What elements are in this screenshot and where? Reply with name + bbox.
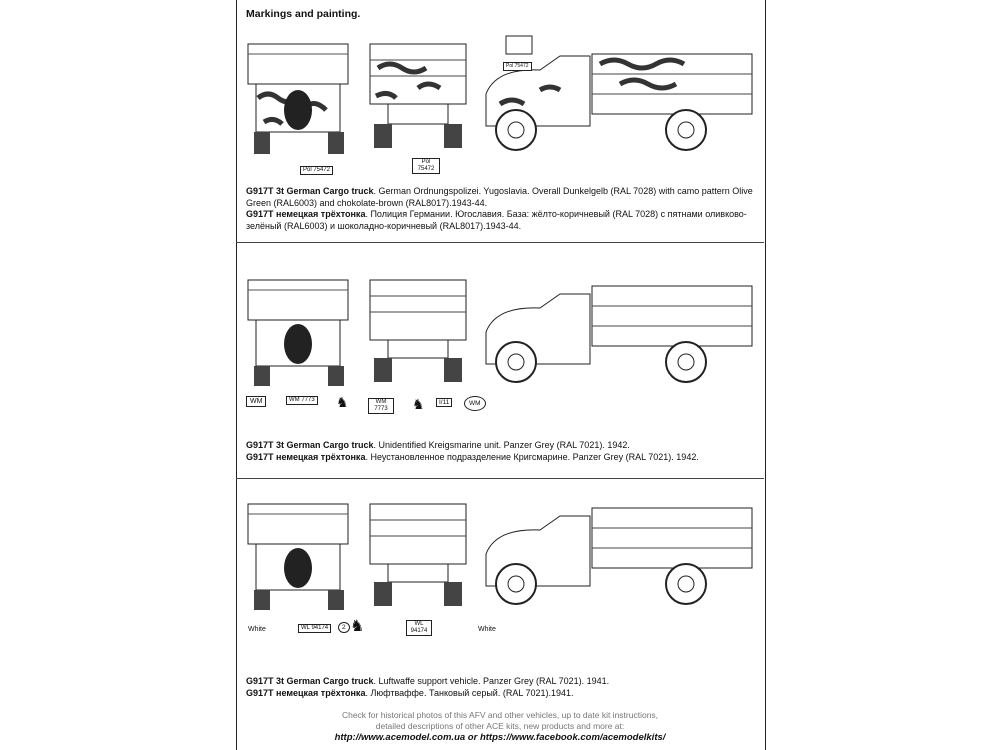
truck-rear-view-2 <box>369 279 467 382</box>
caption-ru-title-1: G917T немецкая трёхтонка <box>246 209 366 219</box>
plate-side-1: Pol 75472 <box>503 62 532 71</box>
truck-side-view-1 <box>485 35 753 151</box>
caption-en-text-2: . Unidentified Kreigsmarine unit. Panzer… <box>373 440 630 450</box>
white-label-right: White <box>478 626 496 633</box>
instruction-page <box>236 0 766 750</box>
plate-rear-2: WM 7773 <box>368 398 394 414</box>
caption-section-1: G917T 3t German Cargo truck. German Ordn… <box>246 186 756 232</box>
eagle-emblem-icon-2a: ♞ <box>336 394 349 410</box>
caption-en-title-3: G917T 3t German Cargo truck <box>246 676 374 686</box>
footer-links: http://www.acemodel.com.ua or https://ww… <box>236 733 764 743</box>
truck-side-view-3 <box>485 507 753 605</box>
footer-or: or <box>465 732 480 743</box>
plate-rear-1: Pol 75472 <box>412 158 440 174</box>
plate-wm-1: WM <box>246 396 267 407</box>
caption-en-text-1: . German Ordnungspolizei. Yugoslavia. Ov… <box>246 186 753 208</box>
footer-line-1: Check for historical photos of this AFV … <box>341 710 659 720</box>
caption-section-3: G917T 3t German Cargo truck. Luftwaffe s… <box>246 676 756 699</box>
plate-front-1: Pol 75472 <box>300 166 334 175</box>
plate-front-3: WL 94174 <box>298 624 332 633</box>
caption-section-2: G917T 3t German Cargo truck. Unidentifie… <box>246 440 756 463</box>
eagle-emblem-icon-2b: ♞ <box>412 396 425 412</box>
caption-en-title-2: G917T 3t German Cargo truck <box>246 440 374 450</box>
caption-ru-text-2: . Неустановленное подразделение Кригсмар… <box>365 451 699 462</box>
caption-ru-text-1: . Полиция Германии. Югославия. База: жёл… <box>246 209 747 231</box>
page-title: Markings and painting. <box>246 8 361 20</box>
lion-emblem-icon-3: ♞ <box>350 618 365 635</box>
plate-unit-3: 2 <box>338 622 350 633</box>
truck-front-view-2 <box>247 279 349 386</box>
truck-front-view-3 <box>247 503 349 610</box>
white-label-left: White <box>248 626 266 633</box>
caption-ru-text-3: . Люфтваффе. Танковый серый. (RAL 7021).… <box>365 687 574 698</box>
truck-side-view-2 <box>485 285 753 383</box>
plate-front-2: WM 7773 <box>286 396 318 405</box>
truck-rear-view-3 <box>369 503 467 606</box>
section-divider-1 <box>236 242 764 243</box>
footer-line-2: detailed descriptions of other ACE kits,… <box>375 721 625 731</box>
truck-front-view-1 <box>247 43 349 154</box>
caption-ru-title-3: G917T немецкая трёхтонка <box>246 687 366 698</box>
truck-rear-view-1 <box>369 43 467 148</box>
plate-wm-oval-2: WM <box>464 396 486 411</box>
caption-en-title-1: G917T 3t German Cargo truck <box>246 186 374 196</box>
section-divider-2 <box>236 478 764 479</box>
caption-ru-title-2: G917T немецкая трёхтонка <box>246 451 366 462</box>
acemodel-link[interactable]: http://www.acemodel.com.ua <box>334 732 466 743</box>
caption-en-text-3: . Luftwaffe support vehicle. Panzer Grey… <box>373 676 610 686</box>
facebook-link[interactable]: https://www.facebook.com/acemodelkits/ <box>479 732 666 743</box>
plate-unit-2: I/11 <box>436 398 453 407</box>
plate-rear-3: WL 94174 <box>406 620 432 636</box>
